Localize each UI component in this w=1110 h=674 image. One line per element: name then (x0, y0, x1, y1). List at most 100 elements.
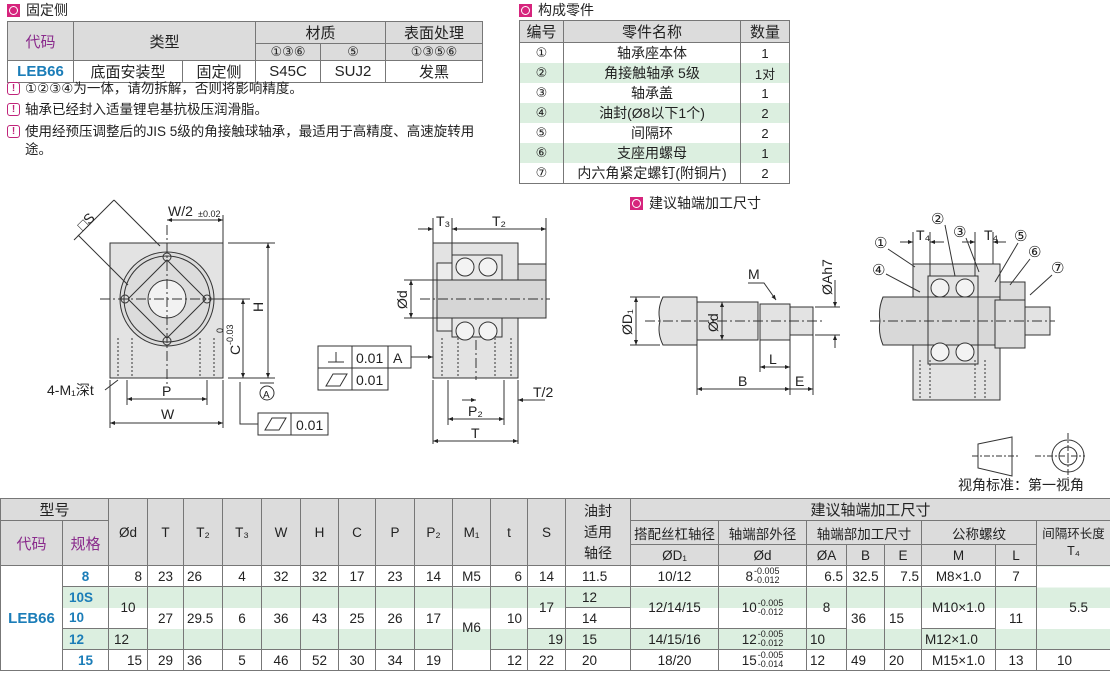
spec-table: 型号 Ød T T₂ T₃ W H C P P₂ M₁ t S 油封 适用 轴径… (0, 498, 1110, 671)
cell-W: 32 (261, 565, 302, 587)
cell-d: 8 (108, 565, 149, 587)
header-T4: T₄ (1067, 544, 1080, 558)
label-T4-right: T₄ (984, 227, 999, 243)
cell-E: 15 (884, 586, 923, 650)
sd-tol-lower: -0.012 (754, 575, 780, 585)
label-H: H (250, 302, 266, 312)
cell-t: 6 (490, 565, 529, 587)
cell-B: 32.5 (846, 565, 886, 587)
cell-t: 10 (490, 586, 529, 650)
cell-sd: 15-0.005-0.014 (718, 649, 808, 671)
label-parallelism-value: 0.01 (356, 372, 383, 388)
warning-icon: ! (7, 82, 20, 95)
cell-d: 15 (108, 649, 149, 671)
cell-D1: 14/15/16 (630, 628, 720, 650)
table-row: 10S 10 27 29.5 6 36 43 25 26 17 M6 10 17… (1, 586, 1110, 671)
label-T2: T₂ (492, 213, 506, 229)
cell-M: M10×1.0 (921, 586, 997, 629)
header-material-parts-a: ①③⑥ (255, 43, 322, 61)
cell-H: 52 (300, 649, 340, 671)
section-bullet-icon (630, 196, 643, 210)
cell-S: 19 (527, 628, 567, 650)
warning-icon: ! (7, 103, 20, 116)
label-E: E (795, 373, 804, 389)
row-type-a: 底面安装型 (73, 60, 183, 83)
label-M: M (748, 266, 760, 282)
part-name: 油封(Ø8以下1个) (563, 103, 741, 123)
cell-code: LEB66 (0, 565, 63, 671)
header-C: C (338, 498, 377, 566)
cell-size: 15 (61, 649, 110, 671)
label-shaft-d: Ød (705, 313, 721, 332)
cell-T3: 5 (222, 649, 263, 671)
cell-L: 11 (995, 586, 1038, 650)
header-D1: ØD₁ (630, 544, 720, 566)
header-T3: T₃ (222, 498, 263, 566)
cell-C: 25 (338, 586, 377, 650)
cell-sd: 12-0.005-0.012 (718, 628, 808, 650)
cell-seal: 14 (565, 607, 632, 629)
cell-T4: 5.5 (1036, 565, 1110, 650)
cell-S: 17 (527, 586, 567, 629)
cell-sd: 8-0.005-0.012 (718, 565, 808, 587)
row-code: LEB66 (7, 60, 74, 83)
header-code: 代码 (0, 520, 63, 566)
cell-M: M15×1.0 (921, 649, 997, 671)
sd-value: 15 (741, 652, 757, 668)
sd-tol-lower: -0.012 (757, 606, 784, 617)
balloon-1: ① (874, 235, 887, 252)
cell-S: 14 (527, 565, 567, 587)
side-view (317, 218, 550, 444)
shaft-section-title-text: 建议轴端加工尺寸 (649, 195, 761, 211)
sd-value: 10 (741, 600, 757, 615)
label-D1: ØD₁ (619, 309, 635, 335)
table-row: 15 15 29 36 5 46 52 30 34 19 12 22 20 18… (0, 649, 1110, 671)
part-qty: 2 (740, 103, 790, 123)
cell-E: 20 (884, 649, 923, 671)
shaft-section-title: 建议轴端加工尺寸 (630, 193, 761, 213)
label-flatness-value: 0.01 (296, 417, 323, 433)
label-T: T (471, 425, 480, 441)
cell-size: 8 (61, 565, 110, 587)
cell-C: 30 (338, 649, 377, 671)
header-surface: 表面处理 (385, 21, 484, 44)
header-M: M (921, 544, 997, 566)
part-qty: 1 (740, 83, 790, 103)
fixed-side-table: 代码 类型 材质 表面处理 ①③⑥ ⑤ ①③⑤⑥ LEB66 底面安装型 固定侧… (7, 21, 484, 83)
header-T2: T₂ (183, 498, 224, 566)
sd-tol-upper: -0.005 (754, 566, 780, 576)
balloon-7: ⑦ (1051, 260, 1064, 277)
cell-seal: 11.5 (565, 565, 632, 587)
cell-P2: 17 (414, 586, 454, 650)
label-S: □S (74, 209, 98, 233)
cell-D1: 10/12 (630, 565, 720, 587)
front-view (73, 199, 329, 436)
cell-T: 27 (147, 586, 185, 650)
label-M1-depth: 4-M₁深t (47, 382, 94, 398)
cell-H: 32 (300, 565, 340, 587)
cell-seal: 15 (565, 628, 632, 650)
header-B: B (846, 544, 886, 566)
sd-tol-upper: -0.005 (757, 629, 784, 639)
part-name: 轴承座本体 (563, 42, 741, 63)
cell-S: 22 (527, 649, 567, 671)
label-datum-A: A (263, 390, 270, 401)
header-seal: 油封 适用 轴径 (565, 498, 632, 566)
table-row: 12 12 19 15 14/15/16 12-0.005-0.012 10 M… (0, 628, 1110, 650)
label-perpendicularity-value: 0.01 (356, 350, 383, 366)
table-row: LEB66 8 8 23 26 4 32 32 17 23 14 M5 6 14… (0, 565, 1110, 671)
header-t: t (490, 498, 529, 566)
cell-T2: 36 (183, 649, 224, 671)
header-S: S (527, 498, 567, 566)
cell-T4: 10 (1036, 649, 1110, 671)
cell-M1: M5 (452, 565, 492, 587)
header-material: 材质 (255, 21, 387, 44)
parts-title: 构成零件 (519, 0, 594, 20)
header-H: H (300, 498, 340, 566)
label-C-tol-lo: -0.03 (225, 324, 235, 345)
part-name: 角接触轴承 5级 (563, 63, 741, 83)
header-A: ØA (806, 544, 848, 566)
label-L: L (769, 351, 777, 367)
cell-A: 8 (806, 586, 848, 629)
